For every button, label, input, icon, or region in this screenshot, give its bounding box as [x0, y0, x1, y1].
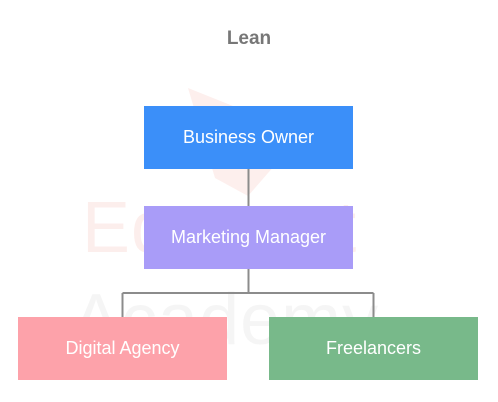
node-freelancers-label: Freelancers: [325, 338, 422, 358]
node-digital-agency: Digital Agency: [18, 317, 227, 380]
node-business-owner: Business Owner: [144, 106, 353, 169]
node-freelancers: Freelancers: [269, 317, 478, 380]
node-marketing-manager-label: Marketing Manager: [170, 227, 327, 247]
node-digital-agency-label: Digital Agency: [65, 338, 180, 358]
node-business-owner-label: Business Owner: [182, 127, 315, 147]
diagram-title: Lean: [226, 28, 272, 49]
node-marketing-manager: Marketing Manager: [144, 206, 353, 269]
